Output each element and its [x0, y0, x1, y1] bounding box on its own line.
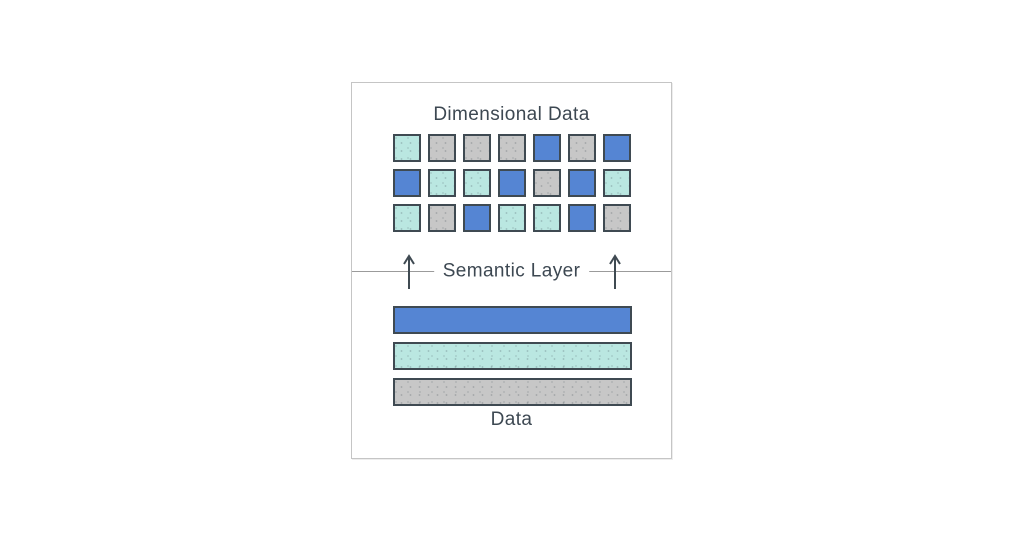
grid-cell-gray	[463, 134, 491, 162]
grid-cell-teal	[393, 134, 421, 162]
data-bar-teal	[393, 342, 632, 370]
grid-cell-blue	[533, 134, 561, 162]
grid-cell-gray	[428, 204, 456, 232]
grid-cell-teal	[498, 204, 526, 232]
data-bars	[393, 306, 632, 414]
grid-cell-gray	[428, 134, 456, 162]
grid-cell-blue	[568, 169, 596, 197]
grid-cell-teal	[463, 169, 491, 197]
grid-cell-gray	[498, 134, 526, 162]
grid-cell-teal	[428, 169, 456, 197]
data-bar-gray	[393, 378, 632, 406]
grid-cell-gray	[568, 134, 596, 162]
grid-cell-blue	[463, 204, 491, 232]
grid-cell-blue	[393, 169, 421, 197]
semantic-layer-label: Semantic Layer	[433, 251, 590, 291]
up-arrow-icon	[403, 254, 415, 289]
grid-cell-blue	[498, 169, 526, 197]
grid-cell-gray	[533, 169, 561, 197]
grid-cell-blue	[568, 204, 596, 232]
dimensional-data-label: Dimensional Data	[433, 104, 590, 125]
dimensional-grid	[393, 134, 631, 232]
data-label: Data	[490, 409, 533, 430]
grid-cell-teal	[533, 204, 561, 232]
grid-cell-gray	[603, 204, 631, 232]
grid-cell-teal	[393, 204, 421, 232]
diagram-panel: Dimensional Data Semantic Layer Data	[351, 82, 672, 459]
data-bar-blue	[393, 306, 632, 334]
grid-cell-blue	[603, 134, 631, 162]
up-arrow-icon	[609, 254, 621, 289]
grid-cell-teal	[603, 169, 631, 197]
